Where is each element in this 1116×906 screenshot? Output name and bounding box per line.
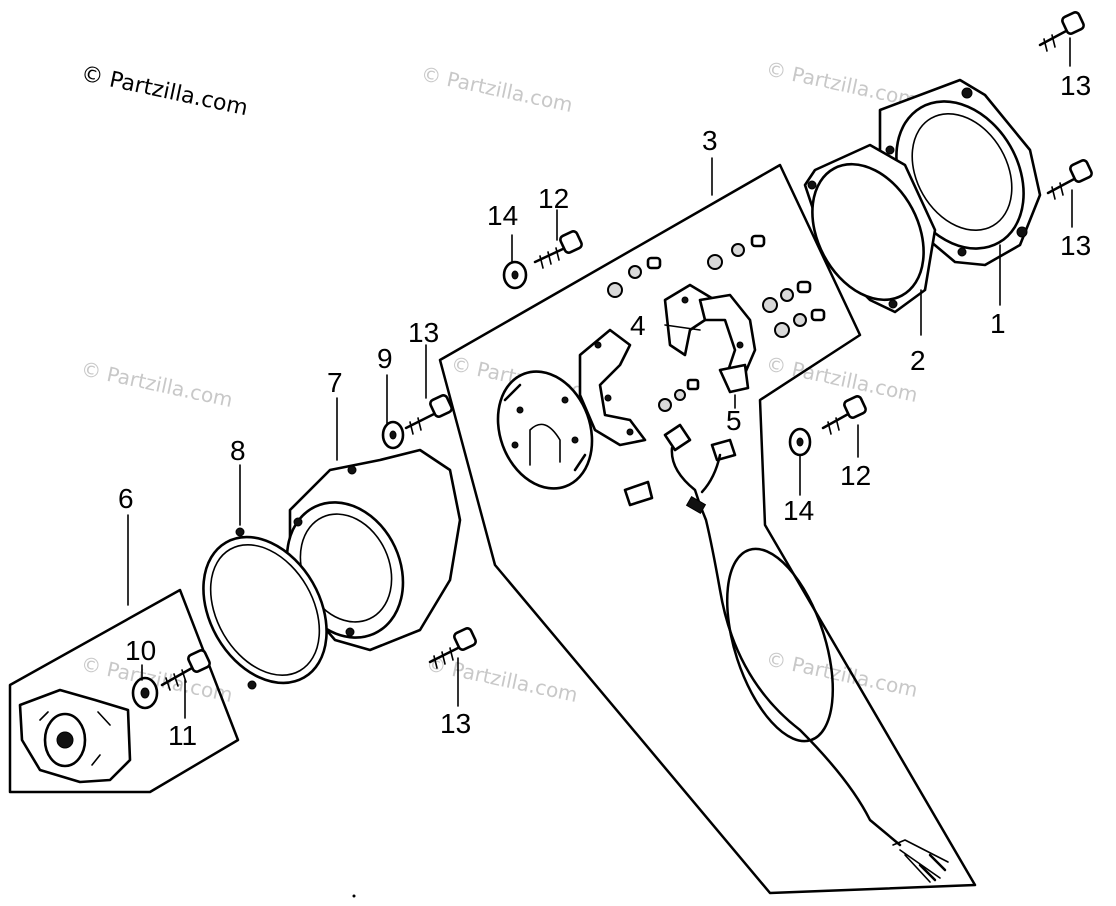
part-9-washer [381,420,405,450]
callout-13-right: 13 [1060,230,1091,261]
callout-8: 8 [230,435,246,466]
callout-14-upper: 14 [487,200,518,231]
part-3-wire-harness [623,423,949,883]
part-8-gasket [202,527,328,690]
part-3-base-plate [578,328,647,447]
part-14-washer-lower [788,427,812,457]
watermark: © Partzilla.com [419,61,575,117]
watermark: © Partzilla.com [764,351,920,407]
part-14-washer-upper [502,260,528,290]
callout-7: 7 [327,367,343,398]
callout-12-upper: 12 [538,183,569,214]
callout-12-lower: 12 [840,460,871,491]
callout-labels: 1 2 3 4 5 6 7 8 9 10 11 12 12 13 13 13 1… [118,70,1091,751]
part-6-boundary [8,588,240,794]
part-2-gasket [803,143,937,314]
callout-13-bottom: 13 [440,708,471,739]
watermark: © Partzilla.com [79,356,235,412]
callout-1: 1 [990,308,1006,339]
part-10-washer [131,676,159,710]
callout-4: 4 [630,310,646,341]
part-6-cover [18,688,132,784]
callout-10: 10 [125,635,156,666]
copyright-text: © Partzilla.com [79,61,250,121]
callout-14-lower: 14 [783,495,814,526]
callout-6: 6 [118,483,134,514]
callout-13-middle: 13 [408,317,439,348]
part-4-pulser-coil [663,283,757,387]
callout-5: 5 [726,405,742,436]
part-3-boundary [438,163,977,895]
part-7-housing [285,448,462,652]
stray-dot [352,894,356,898]
callout-3: 3 [702,125,718,156]
callout-13-top-right: 13 [1060,70,1091,101]
leader-lines [127,37,1073,719]
callout-2: 2 [910,345,926,376]
part-5-bracket [718,363,750,394]
callout-11: 11 [168,720,197,751]
watermark: © Partzilla.com [424,651,580,707]
part-3-hardware [607,234,826,412]
callout-9: 9 [377,343,393,374]
bolts [160,11,1093,691]
